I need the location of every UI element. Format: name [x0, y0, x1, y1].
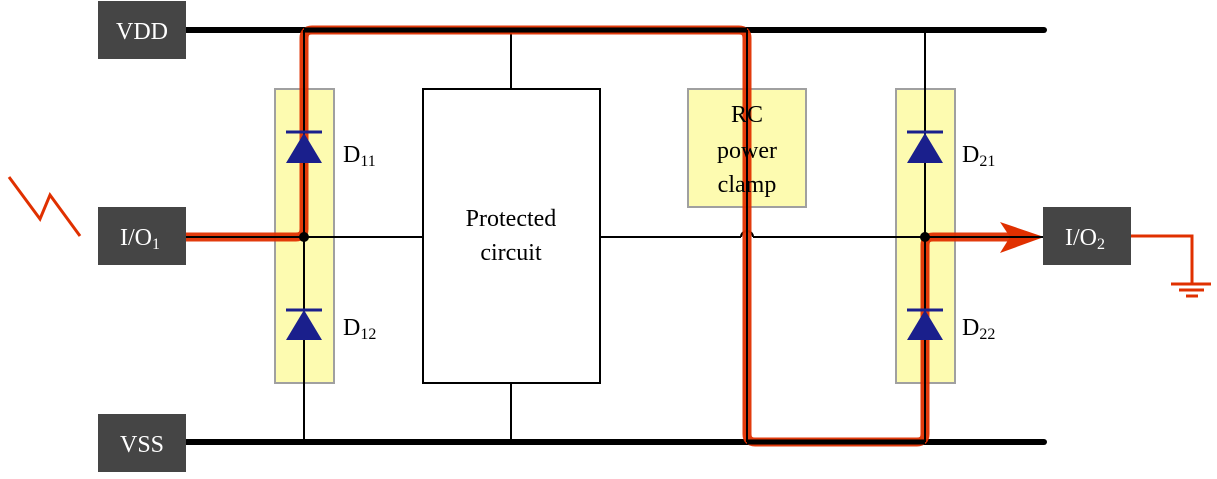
vdd-terminal: [98, 1, 186, 59]
label-d22: D22: [962, 315, 995, 343]
protected-circuit-label-1: Protected: [466, 206, 557, 232]
vss-terminal: [98, 414, 186, 472]
junction-left: [299, 232, 309, 242]
lightning-icon: [7, 176, 82, 237]
label-d11: D11: [343, 142, 376, 170]
ground-wire: [1131, 234, 1194, 283]
protected-circuit-label-2: circuit: [480, 240, 542, 266]
io1-terminal: [98, 207, 186, 265]
rc-clamp-label-3: clamp: [718, 172, 777, 198]
diode-d11: [286, 130, 322, 163]
vss-label: VSS: [120, 432, 164, 458]
vdd-label: VDD: [116, 19, 168, 45]
io2-label: I/O2: [1065, 225, 1105, 253]
diode-d21: [907, 130, 943, 163]
label-d12: D12: [343, 315, 376, 343]
io1-label: I/O1: [120, 225, 160, 253]
io2-terminal: [1043, 207, 1131, 265]
label-d21: D21: [962, 142, 995, 170]
diode-d12: [286, 308, 322, 340]
ground-icon: [1171, 282, 1211, 298]
junction-right: [920, 232, 930, 242]
rc-clamp-label-2: power: [717, 138, 777, 164]
rc-clamp-label-1: RC: [731, 102, 763, 128]
protected-circuit-block: [422, 88, 601, 384]
diode-d22: [907, 308, 943, 340]
